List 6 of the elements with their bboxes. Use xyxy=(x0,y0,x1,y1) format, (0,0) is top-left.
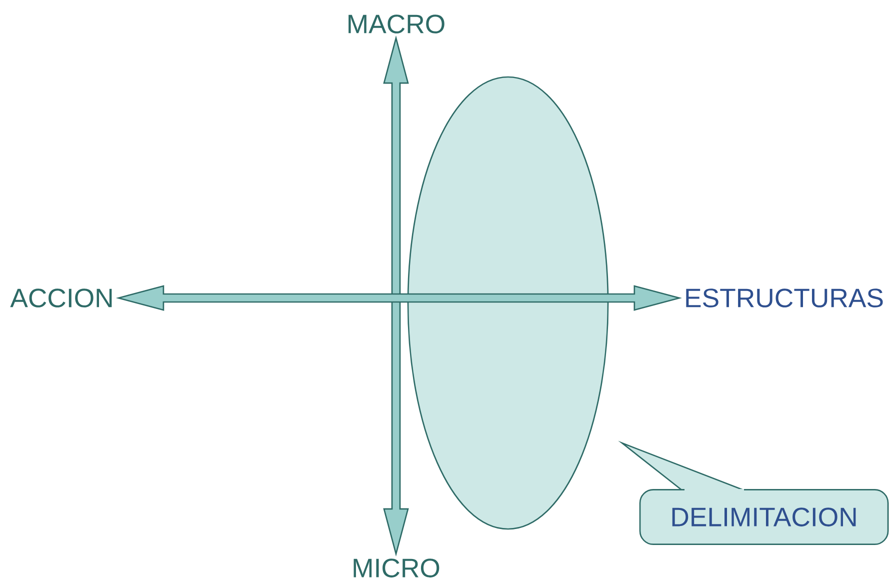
axis-label: MACRO xyxy=(348,14,444,34)
callout-bubble: DELIMITACION xyxy=(618,440,889,545)
axis-label: ACCION xyxy=(10,288,112,308)
axis-label: MICRO xyxy=(354,558,440,578)
axis-label: ESTRUCTURAS xyxy=(686,288,883,308)
ellipse xyxy=(407,76,609,530)
